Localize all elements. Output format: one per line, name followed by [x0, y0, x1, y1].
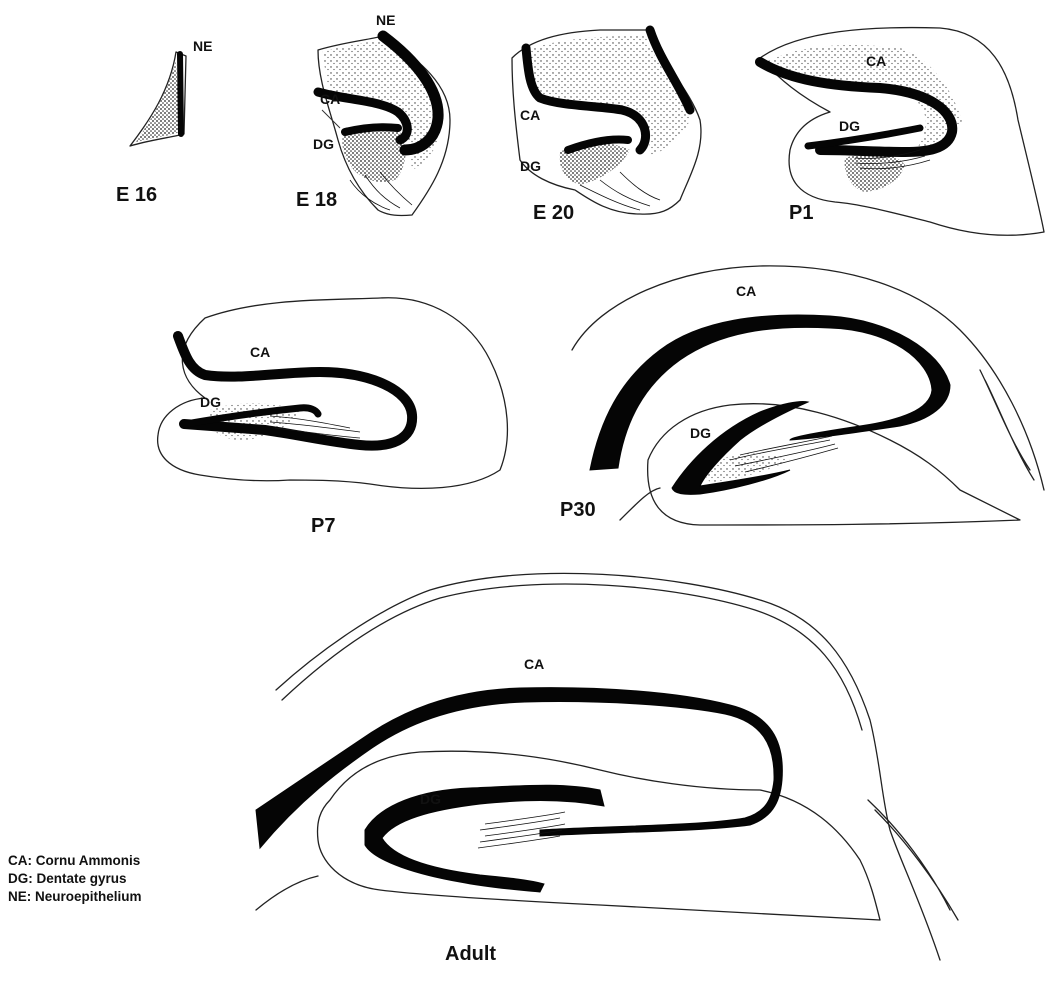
e18-ca-label: CA [320, 91, 340, 107]
e20-stage-label: E 20 [533, 202, 574, 224]
e18-ne-label: NE [376, 12, 395, 28]
panel-e20: CA DG E 20 [512, 30, 701, 224]
panel-e16: NE E 16 [116, 38, 212, 206]
p1-ca-label: CA [866, 53, 886, 69]
panel-adult: CA DG Adult [256, 573, 958, 965]
p30-stage-label: P30 [560, 499, 596, 521]
p30-bottom-line [620, 488, 660, 520]
p1-dg-label: DG [839, 118, 860, 134]
adult-outer-outline [276, 573, 940, 960]
e20-ca-label: CA [520, 107, 540, 123]
e20-dg-label: DG [520, 158, 541, 174]
e18-dg-label: DG [313, 136, 334, 152]
p1-dg-cells [845, 153, 905, 192]
panel-p7: CA DG P7 [158, 298, 508, 537]
panel-p30: CA DG P30 [560, 266, 1044, 525]
adult-dg-layer [365, 785, 604, 892]
p30-ca-layer [590, 315, 950, 470]
p7-stage-label: P7 [311, 515, 335, 537]
p7-ca-label: CA [250, 344, 270, 360]
adult-ca-layer [256, 688, 782, 848]
p1-dg-layer [808, 128, 920, 146]
panel-p1: CA DG P1 [760, 28, 1044, 236]
e18-stage-label: E 18 [296, 189, 337, 211]
adult-stage-label: Adult [445, 943, 496, 965]
p7-dg-label: DG [200, 394, 221, 410]
p7-ca-layer [178, 336, 412, 446]
legend-ca: CA: Cornu Ammonis [8, 853, 140, 868]
adult-right-lines [868, 800, 958, 920]
e16-ne-label: NE [193, 38, 212, 54]
panel-e18: NE CA DG E 18 [296, 12, 450, 215]
p30-right-lines [980, 370, 1034, 480]
adult-inner-outline [318, 751, 881, 920]
legend-ne: NE: Neuroepithelium [8, 889, 142, 904]
e18-ca-pointer [322, 110, 340, 128]
e18-dg-layer [345, 127, 398, 132]
adult-bottom-line [256, 876, 318, 910]
legend-dg: DG: Dentate gyrus [8, 871, 127, 886]
e16-neuroepithelium [180, 54, 181, 134]
p1-stage-label: P1 [789, 202, 813, 224]
adult-ca-label: CA [524, 656, 544, 672]
legend: CA: Cornu Ammonis DG: Dentate gyrus NE: … [8, 853, 142, 904]
e16-stage-label: E 16 [116, 184, 157, 206]
adult-dg-label: DG [420, 791, 441, 807]
p30-dg-label: DG [690, 425, 711, 441]
p30-ca-label: CA [736, 283, 756, 299]
